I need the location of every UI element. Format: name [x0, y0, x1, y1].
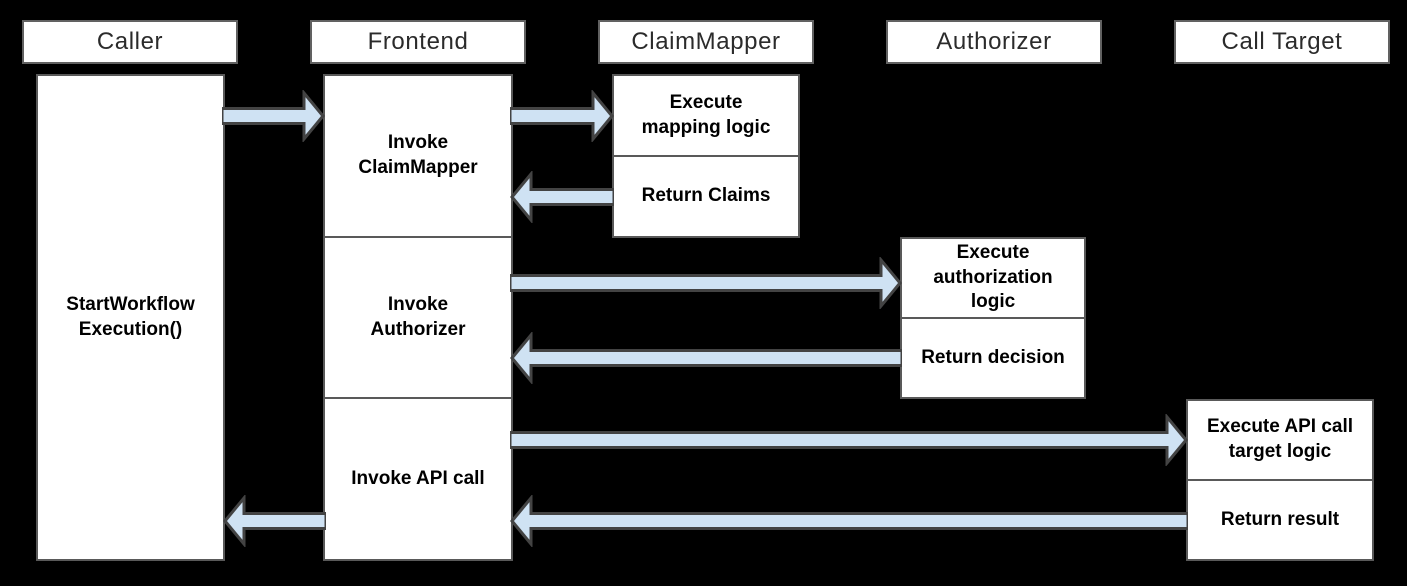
- lifeline-header-authorizer-label: Authorizer: [936, 28, 1052, 55]
- activation-caller: StartWorkflow Execution(): [36, 74, 225, 561]
- arrow-frontend-to-claimmapper: [510, 90, 614, 142]
- step-invoke-api-call: Invoke API call: [325, 397, 511, 559]
- step-return-result: Return result: [1188, 479, 1372, 559]
- activation-calltarget: Execute API call target logic Return res…: [1186, 399, 1374, 561]
- lifeline-header-claimmapper: ClaimMapper: [598, 20, 814, 64]
- step-execute-authorization-logic: Execute authorization logic: [933, 241, 1053, 313]
- arrow-caller-to-frontend: [222, 90, 325, 142]
- step-return-decision: Return decision: [902, 317, 1084, 397]
- activation-claimmapper: Execute mapping logic Return Claims: [612, 74, 800, 238]
- step-return-claims: Return Claims: [614, 155, 798, 236]
- lifeline-header-authorizer: Authorizer: [886, 20, 1102, 64]
- arrow-frontend-to-authorizer: [510, 257, 902, 309]
- arrow-frontend-to-caller: [223, 495, 326, 547]
- arrow-authorizer-to-frontend: [510, 332, 902, 384]
- activation-authorizer: Execute authorization logic Return decis…: [900, 237, 1086, 399]
- arrow-claimmapper-to-frontend: [510, 171, 614, 223]
- lifeline-header-frontend-label: Frontend: [367, 28, 469, 55]
- step-execute-mapping-logic: Execute mapping logic: [641, 91, 771, 138]
- step-startworkflowexecution: StartWorkflow Execution(): [66, 293, 195, 340]
- arrow-calltarget-to-frontend: [510, 495, 1188, 547]
- step-invoke-authorizer: Invoke Authorizer: [325, 235, 511, 398]
- lifeline-header-claimmapper-label: ClaimMapper: [631, 28, 781, 55]
- step-execute-api-call-target-logic: Execute API call target logic: [1206, 416, 1354, 462]
- lifeline-header-frontend: Frontend: [310, 20, 526, 64]
- arrow-frontend-to-calltarget: [510, 414, 1188, 466]
- lifeline-header-caller-label: Caller: [96, 28, 164, 55]
- activation-frontend: Invoke ClaimMapper Invoke Authorizer Inv…: [323, 74, 513, 561]
- step-invoke-claimmapper: Invoke ClaimMapper: [358, 132, 478, 178]
- lifeline-header-caller: Caller: [22, 20, 238, 64]
- lifeline-header-calltarget: Call Target: [1174, 20, 1390, 64]
- lifeline-header-calltarget-label: Call Target: [1221, 28, 1343, 55]
